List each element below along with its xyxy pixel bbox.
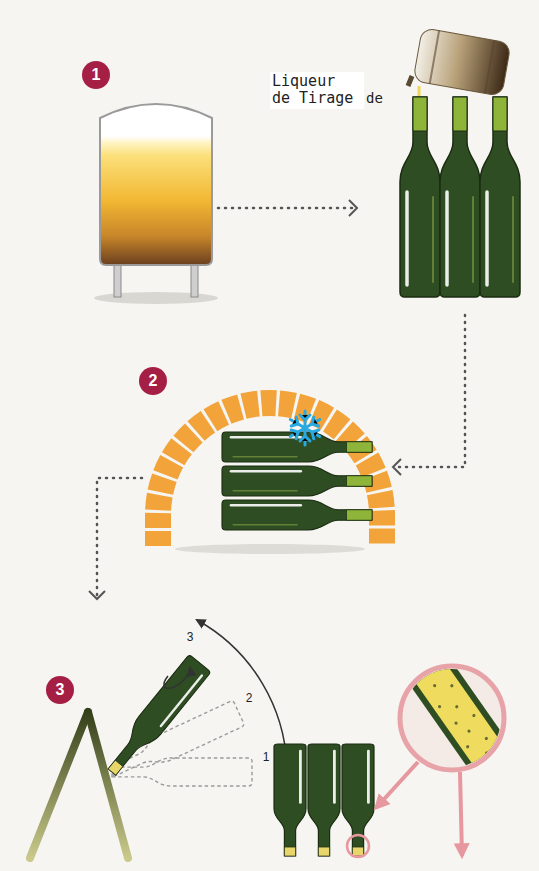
art-part <box>425 646 429 650</box>
stacked-bottles <box>222 432 372 530</box>
position-number: 1 <box>263 751 270 765</box>
art-part <box>112 758 252 786</box>
inverted-bottles <box>274 744 374 856</box>
riddling-rack <box>30 712 128 858</box>
callout-text: 1 <box>92 67 101 83</box>
arrow-head <box>349 200 357 216</box>
art-part <box>222 466 372 496</box>
art-part <box>400 637 499 762</box>
art-part <box>308 744 340 856</box>
art-part <box>158 403 382 546</box>
art-part <box>30 712 88 858</box>
art-part <box>191 262 198 297</box>
ghost-bottles <box>106 700 252 786</box>
callout-text: 2 <box>149 373 158 389</box>
art-part <box>222 500 372 530</box>
position-number: 2 <box>246 692 253 706</box>
pointer-arrow <box>460 772 462 856</box>
art-part <box>290 411 319 445</box>
dotted-arrow <box>218 207 356 210</box>
magnifier <box>387 625 524 792</box>
art-part <box>465 745 469 749</box>
highlight-ring <box>347 835 369 857</box>
snowflake <box>290 411 319 445</box>
callout-number: 2 <box>139 367 167 395</box>
art-part <box>413 666 417 670</box>
art-part <box>405 648 409 652</box>
art-part <box>100 104 212 265</box>
callout-number: 3 <box>46 676 74 704</box>
art-part <box>387 625 524 792</box>
art-part <box>455 705 459 709</box>
art-part <box>291 417 319 439</box>
art-part <box>472 713 476 717</box>
ingredient-label: Liqueur de Tirage <box>270 72 364 109</box>
art-part <box>175 544 365 554</box>
position-number: 3 <box>187 631 194 645</box>
barrel <box>413 28 511 97</box>
art-part <box>94 292 218 304</box>
callout-text: 3 <box>56 682 65 698</box>
arrow-head <box>393 459 401 475</box>
dotted-arrow <box>394 315 465 467</box>
art-part <box>342 744 374 856</box>
dotted-arrow <box>97 478 142 598</box>
art-part <box>387 625 524 792</box>
art-part <box>291 417 319 439</box>
art-part <box>473 747 520 786</box>
art-part <box>430 31 495 94</box>
arrow-head <box>89 591 105 599</box>
art-part <box>300 415 310 441</box>
text-fragment: de <box>366 90 383 106</box>
art-part <box>88 712 128 858</box>
art-part <box>400 97 440 297</box>
art-part <box>480 97 520 297</box>
twist-arrow <box>164 668 190 688</box>
art-part <box>437 704 441 708</box>
art-part <box>440 97 480 297</box>
art-part <box>387 625 524 792</box>
bottles <box>400 97 520 297</box>
art-part <box>392 628 508 772</box>
art-part <box>400 666 504 770</box>
art-part <box>274 744 306 856</box>
fermentation-tank <box>94 104 218 304</box>
art-part <box>413 28 511 97</box>
liqueur-stream <box>418 86 421 97</box>
cellar-arch <box>158 403 382 554</box>
barrel-tap <box>408 76 412 86</box>
art-part <box>467 729 471 733</box>
art-part <box>432 683 436 687</box>
art-part <box>484 736 488 740</box>
callout-number: 1 <box>82 61 110 89</box>
art-part <box>450 684 454 688</box>
art-part <box>114 262 121 297</box>
riddled-bottle <box>101 654 211 780</box>
art-part <box>454 721 458 725</box>
pointer-arrow <box>376 762 418 808</box>
